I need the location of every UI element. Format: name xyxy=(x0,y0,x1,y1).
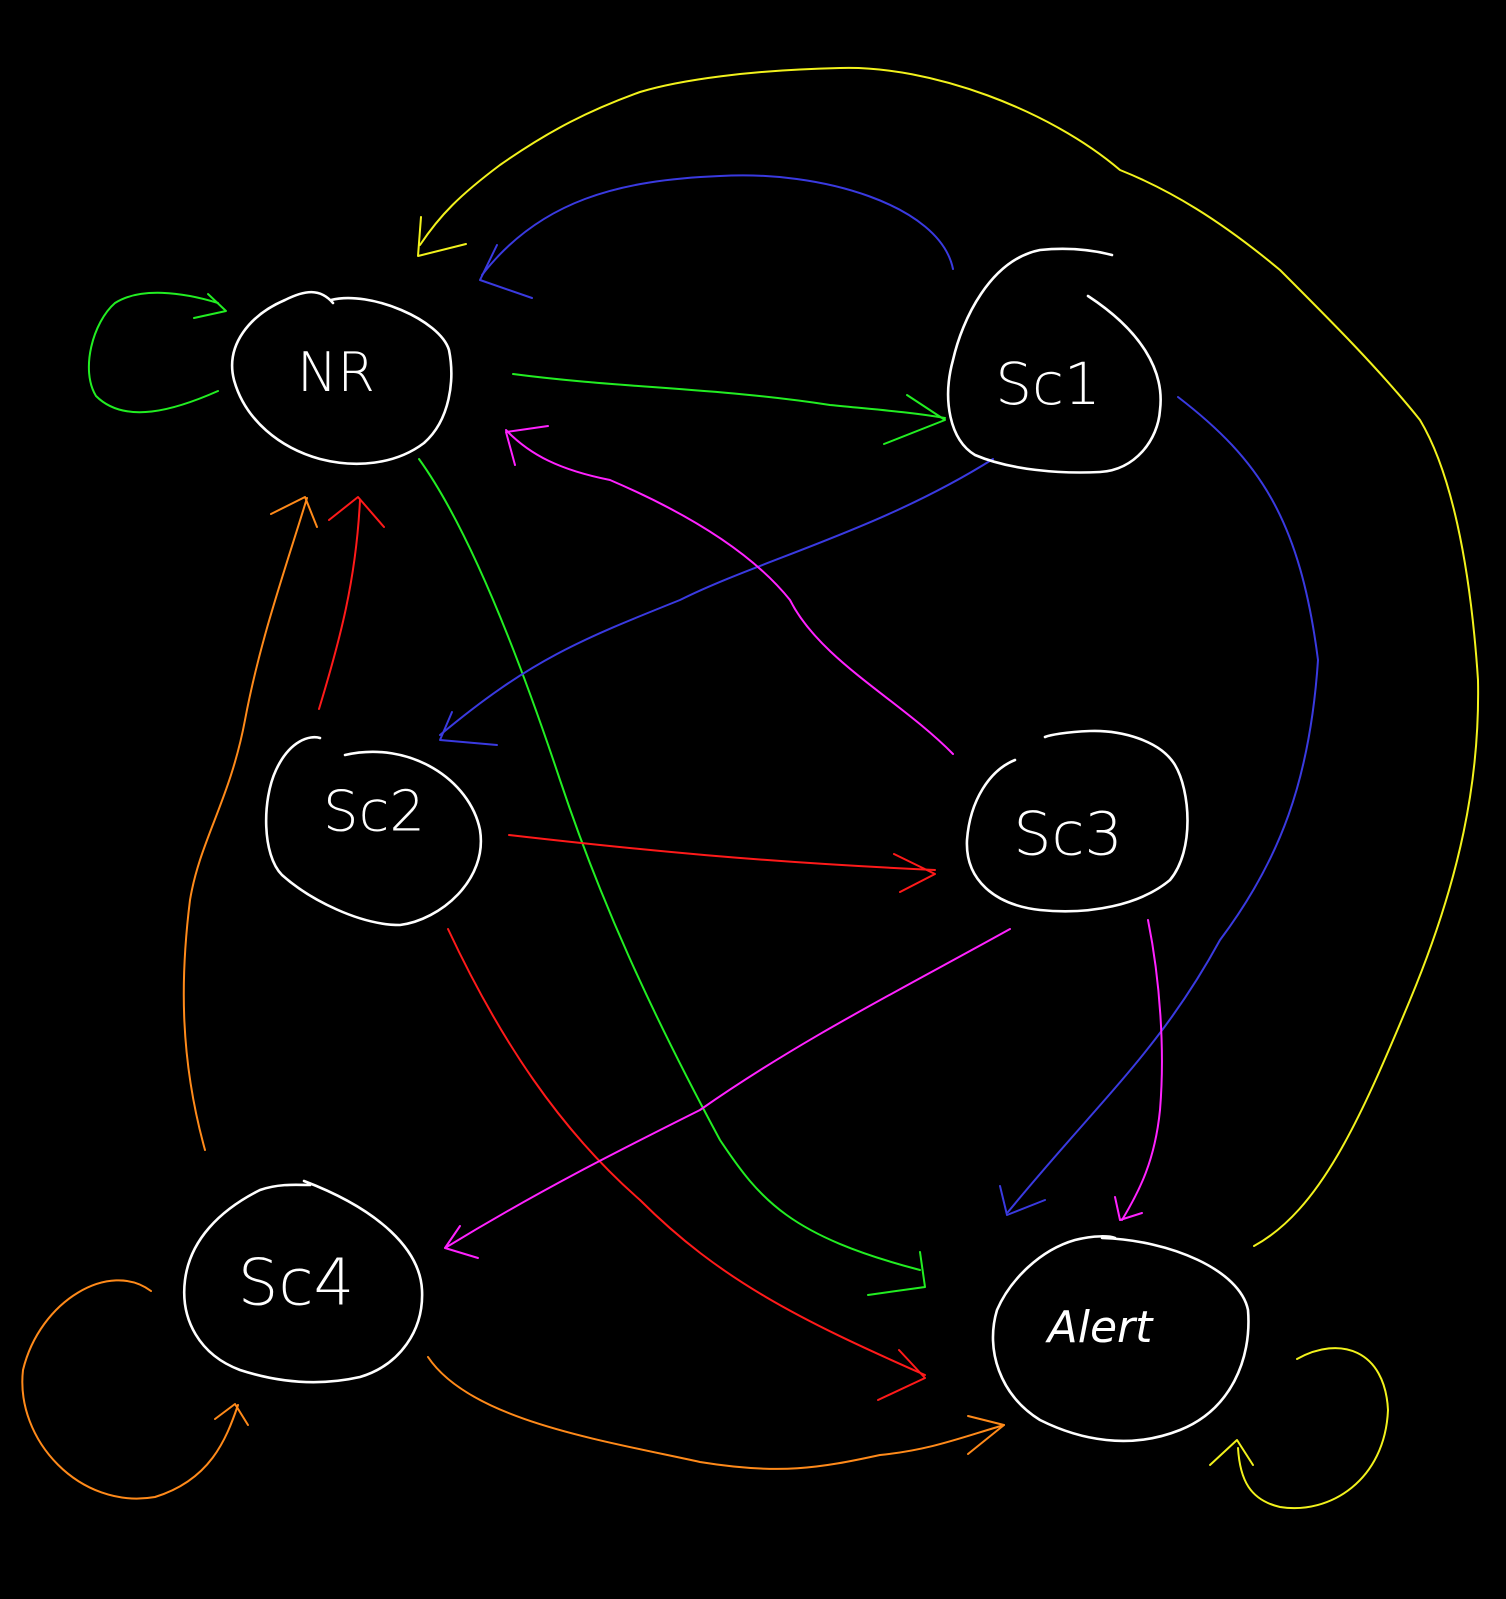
arrow-head xyxy=(444,1225,479,1259)
edge-nr-to-alert xyxy=(418,458,926,1296)
arrow-head xyxy=(479,244,533,299)
arrow-head xyxy=(328,496,385,528)
edge-line xyxy=(447,928,926,1376)
edge-line xyxy=(318,499,361,710)
node-label: Sc4 xyxy=(238,1247,355,1321)
edge-line xyxy=(1121,919,1163,1221)
node-label: Sc1 xyxy=(995,350,1101,418)
node-sc1: Sc1 xyxy=(946,247,1162,474)
arrow-head xyxy=(214,1403,249,1426)
arrow-head xyxy=(1114,1196,1143,1221)
edge-sc3-to-sc4 xyxy=(444,928,1011,1259)
edge-nr-to-nr xyxy=(87,291,227,414)
edge-sc4-to-sc4 xyxy=(21,1279,249,1500)
edge-nr-to-sc1 xyxy=(512,373,946,445)
edge-sc1-to-sc2 xyxy=(439,458,994,746)
edge-line xyxy=(505,429,954,755)
edge-sc3-to-alert xyxy=(1114,919,1163,1221)
node-ring xyxy=(264,736,483,927)
edge-alert-to-alert xyxy=(1209,1347,1389,1510)
arrow-head xyxy=(867,1251,926,1296)
node-sc3: Sc3 xyxy=(965,729,1189,913)
arrow-head xyxy=(193,293,227,319)
node-ring xyxy=(946,247,1162,474)
edge-line xyxy=(508,834,936,871)
node-alert: Alert xyxy=(991,1235,1250,1443)
edge-line xyxy=(21,1279,239,1500)
edge-line xyxy=(439,458,994,736)
edge-sc1-to-alert xyxy=(999,396,1319,1216)
edge-sc4-to-alert xyxy=(427,1356,1005,1470)
edge-sc2-to-alert xyxy=(447,928,926,1401)
edge-line xyxy=(481,174,954,276)
node-label: Alert xyxy=(1045,1302,1154,1353)
node-nr: NR xyxy=(231,290,453,466)
arrow-head xyxy=(877,1349,926,1401)
node-ring xyxy=(991,1235,1250,1443)
edge-line xyxy=(87,291,219,414)
edge-line xyxy=(1007,396,1319,1213)
arrow-head xyxy=(505,425,549,466)
edge-sc4-to-nr xyxy=(182,496,318,1151)
edge-line xyxy=(1237,1347,1389,1510)
edge-line xyxy=(512,373,946,419)
arrow-head xyxy=(893,853,936,893)
edge-line xyxy=(418,458,921,1271)
edge-sc2-to-sc3 xyxy=(508,834,936,893)
edge-line xyxy=(444,928,1011,1249)
edge-alert-to-nr xyxy=(417,66,1480,1247)
arrow-head xyxy=(967,1415,1005,1455)
arrow-head xyxy=(999,1185,1046,1216)
edge-line xyxy=(427,1356,1005,1470)
edge-sc1-to-nr xyxy=(479,174,954,299)
arrow-head xyxy=(883,394,946,445)
node-ring xyxy=(231,290,453,466)
node-sc2: Sc2 xyxy=(264,736,483,927)
edge-line xyxy=(182,497,308,1151)
arrow-head xyxy=(1209,1439,1254,1466)
arrow-head xyxy=(439,711,498,746)
edge-sc3-to-nr xyxy=(505,425,954,755)
edge-sc2-to-nr xyxy=(318,496,385,710)
node-ring xyxy=(965,729,1189,913)
node-label: Sc3 xyxy=(1013,800,1122,870)
arrow-head xyxy=(417,216,467,257)
edge-line xyxy=(419,66,1480,1247)
arrow-head xyxy=(270,496,318,528)
node-label: Sc2 xyxy=(323,779,425,844)
node-label: NR xyxy=(297,341,375,404)
node-ring xyxy=(182,1179,424,1384)
node-sc4: Sc4 xyxy=(182,1179,424,1384)
